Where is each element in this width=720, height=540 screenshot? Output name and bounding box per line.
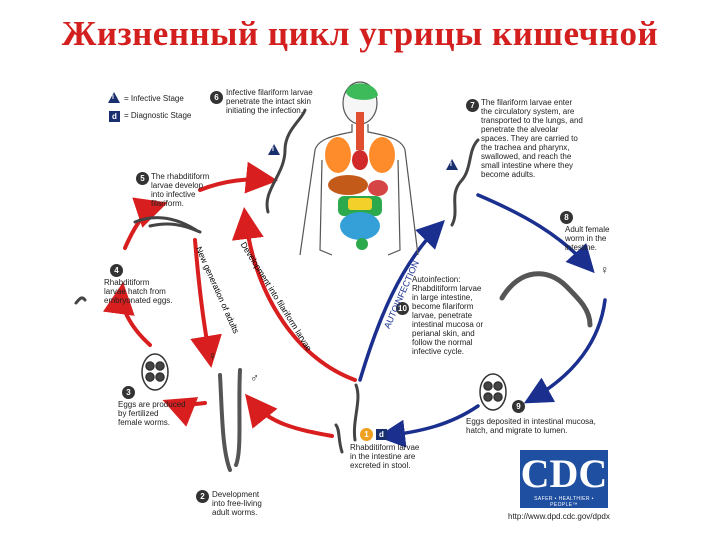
arrow-eggs-to-stool [377,404,480,448]
stage-4-marker: 4 [110,264,123,277]
stage-8-marker: 8 [560,211,573,224]
stage-3-label: Eggs are produced by fertilized female w… [118,400,186,427]
filariform-larva-lungs [450,138,480,227]
stage-8-label: Adult female worm in the intestine. [565,225,610,252]
arrow-filariform-to-skin [198,161,278,194]
female-symbol-intestine: ♀ [600,263,609,277]
stage-10-label: Autoinfection: Rhabditiform larvae in la… [412,275,484,356]
female-symbol: ♀ [208,349,217,363]
arrow-development-filariform [231,207,357,382]
male-symbol: ♂ [250,371,259,385]
cdc-logo: CDC SAFER • HEALTHIER • PEOPLE™ [520,450,608,508]
infective-stage-marker-lungs: i [446,159,458,170]
rhabditiform-larvae-5 [133,216,198,232]
larvae-and-worms [74,108,480,454]
source-url[interactable]: http://www.dpd.cdc.gov/dpdx [508,512,610,521]
stage-9-marker: 9 [512,400,525,413]
adult-female-worm [499,271,593,328]
legend-diagnostic-label: = Diagnostic Stage [124,111,192,120]
arrow-eggs-to-rhabditiform [102,282,152,347]
stage-4-label: Rhabditiform larvae hatch from embryonat… [104,278,173,305]
arrow-autoinfection [358,220,445,382]
stage-1-marker: 1 [360,428,373,441]
stage-5-marker: 5 [136,172,149,185]
larva-autoinfection [352,383,360,442]
stage-2-label: Development into free-living adult worms… [212,490,262,517]
cdc-logo-text: CDC [520,451,608,496]
diagnostic-stage-icon: d [109,111,120,122]
larva-excreted [334,423,344,454]
diagnostic-stage-marker: d [376,429,387,440]
infective-stage-icon: i [108,92,120,103]
infective-stage-marker-skin: i [268,144,280,155]
stage-3-marker: 3 [122,386,135,399]
stage-1-label: Rhabditiform larvae in the intestine are… [350,443,420,470]
stage-5-label: The rhabditiform larvae develop into inf… [151,172,210,208]
arrow-adult-to-eggs [523,298,607,404]
red-cycle-arrows [102,161,357,438]
egg-left [141,353,169,391]
stage-9-label: Eggs deposited in intestinal mucosa, hat… [466,417,596,435]
arrow-new-generation [190,238,222,368]
legend-infective-label: = Infective Stage [124,94,184,103]
arrow-lungs-to-intestine [476,193,595,274]
stage-7-marker: 7 [466,99,479,112]
arrow-stool-to-free-living [244,393,334,438]
stage-10-marker: 10 [396,302,409,315]
filariform-larva-skin [265,108,307,214]
human-organs [325,83,395,250]
blue-cycle-arrows [358,193,607,448]
cdc-logo-tagline: SAFER • HEALTHIER • PEOPLE™ [534,496,594,508]
rhabditiform-larvae-5b [148,222,202,234]
rhabditiform-larvae-4 [74,296,87,305]
arrow-adults-to-eggs [162,397,207,427]
free-living-adults [218,368,242,472]
stage-7-label: The filariform larvae enter the circulat… [481,98,583,179]
stage-6-marker: 6 [210,91,223,104]
egg-right [479,373,507,411]
stage-2-marker: 2 [196,490,209,503]
page-title: Жизненный цикл угрицы кишечной [61,14,659,53]
stage-6-label: Infective filariform larvae penetrate th… [226,88,313,115]
